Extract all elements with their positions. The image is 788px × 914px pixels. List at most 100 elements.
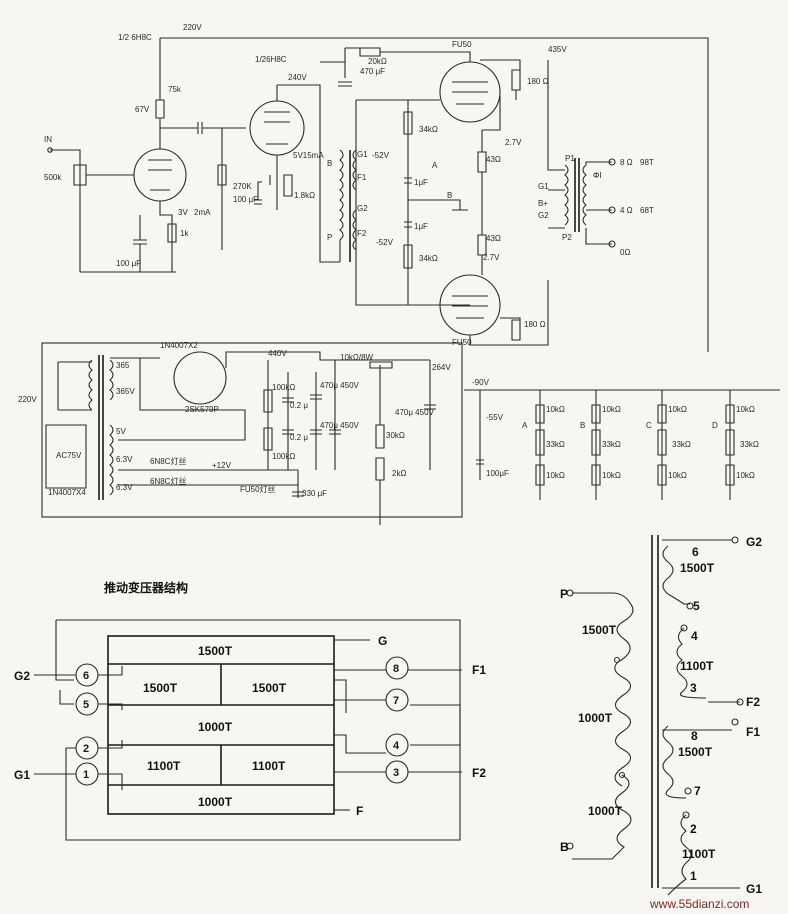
label-264v: 264V: [432, 363, 451, 372]
label-5v15ma: 5V15mA: [293, 151, 324, 160]
label-mosfet: 2SK579P: [185, 405, 219, 414]
transformer-structure: 推动变压器结构 1500T 1500T 1500T 1000T 1100T 11…: [14, 580, 486, 841]
label-67v: 67V: [135, 105, 150, 114]
label-43-a: 43Ω: [486, 155, 501, 164]
power-supply-labels: 1N4007X2 1N4007X4 2SK579P 440V 264V -90V…: [18, 341, 759, 498]
label-34k-a: 34kΩ: [419, 125, 438, 134]
struct-pin-7-label: 7: [393, 695, 399, 707]
label-2ma: 2mA: [194, 208, 211, 217]
mosfet-2sk579p: [173, 351, 227, 405]
label-02b: 0.2 μ: [290, 433, 308, 442]
label-tube-v1: 1/2 6H8C: [118, 33, 152, 42]
wd-g2: G2: [746, 535, 762, 549]
struct-g1: G1: [14, 768, 30, 782]
resistor-75k: [155, 92, 165, 119]
wd-l-1000b: 1000T: [588, 804, 623, 818]
label-100u-a: 100 μF: [116, 259, 141, 268]
label-g1r: G1: [538, 182, 549, 191]
label-bias-top-1: 10kΩ: [602, 405, 621, 414]
struct-g2: G2: [14, 669, 30, 683]
label-0ohm: 0Ω: [620, 248, 630, 257]
tube-v2: [249, 100, 305, 156]
wd-r-4: 4: [691, 629, 698, 643]
wd-g1: G1: [746, 882, 762, 896]
wd-l-1500: 1500T: [582, 623, 617, 637]
struct-pin-4: [385, 733, 409, 757]
label-365a: 365: [116, 361, 130, 370]
struct-pin-2-label: 2: [83, 743, 89, 755]
watermark: www.55dianzi.com: [649, 897, 749, 911]
label-fil-2: 6N8C灯丝: [150, 476, 186, 486]
wd-r-5: 5: [693, 599, 700, 613]
label-g1: G1: [357, 150, 368, 159]
struct-w1000-bot: 1000T: [198, 795, 233, 809]
label-330: 330 μF: [302, 489, 327, 498]
label-in: IN: [44, 135, 52, 144]
label-68t: 68T: [640, 206, 654, 215]
label-bias-bot-3: 10kΩ: [736, 471, 755, 480]
label-98t: 98T: [640, 158, 654, 167]
label-p1: P1: [565, 154, 575, 163]
struct-core: [107, 635, 335, 815]
struct-w1100-l: 1100T: [147, 759, 181, 773]
wd-p: P: [560, 587, 568, 601]
label-270k: 270K: [233, 182, 252, 191]
wd-r-3: 3: [690, 681, 697, 695]
label-bias-top-2: 10kΩ: [668, 405, 687, 414]
label-12v: +12V: [212, 461, 232, 470]
wd-f1: F1: [746, 725, 760, 739]
label-20k: 20kΩ: [368, 57, 387, 66]
wd-r-1: 1: [690, 869, 697, 883]
label-bias-mid-3: 33kΩ: [740, 440, 759, 449]
label-bplus: B+: [538, 199, 548, 208]
label-4ohm: 4 Ω: [620, 206, 633, 215]
struct-f2: F2: [472, 766, 486, 780]
label-470c: 470μ 450V: [395, 408, 435, 417]
struct-w1500-l: 1500T: [143, 681, 178, 695]
label-fil-1: 6N8C灯丝: [150, 456, 186, 466]
label-435v: 435V: [548, 45, 567, 54]
winding-diagram: P B G2 F2 F1 G1 1500T 1000T 1000T 6 1500…: [560, 535, 762, 896]
struct-w1000-mid: 1000T: [198, 720, 233, 734]
wd-l-1000a: 1000T: [578, 711, 613, 725]
label-g2r: G2: [538, 211, 549, 220]
struct-pin-5: [75, 692, 99, 716]
struct-pin-7: [385, 688, 409, 712]
label-220in: 220V: [18, 395, 37, 404]
label-tube-p1: FU50: [452, 40, 472, 49]
label-1u-a: 1μF: [414, 178, 428, 187]
label-bias-tag-3: D: [712, 421, 718, 430]
label-2k: 2kΩ: [392, 469, 406, 478]
label-02a: 0.2 μ: [290, 401, 308, 410]
label-3v: 3V: [178, 208, 188, 217]
label-220v: 220V: [183, 23, 202, 32]
wd-r-1500b: 1500T: [678, 745, 713, 759]
wd-r-6: 6: [692, 545, 699, 559]
label-2-7v-a: 2.7V: [505, 138, 522, 147]
wd-r-1500a: 1500T: [680, 561, 715, 575]
struct-pin-6: [75, 663, 99, 687]
label-1u-b: 1μF: [414, 222, 428, 231]
wd-r-1100b: 1100T: [682, 847, 716, 861]
struct-w1500-r: 1500T: [252, 681, 287, 695]
label-p2: P2: [562, 233, 572, 242]
wd-f2: F2: [746, 695, 760, 709]
struct-pin-6-label: 6: [83, 670, 89, 682]
struct-pin-1: [75, 762, 99, 786]
label-f1: F1: [357, 173, 367, 182]
label-1-8k: 1.8kΩ: [294, 191, 315, 200]
struct-pin-3-label: 3: [393, 767, 399, 779]
label-1k: 1k: [180, 229, 189, 238]
label-63b: 6.3V: [116, 483, 133, 492]
label-75k: 75k: [168, 85, 182, 94]
label-g2: G2: [357, 204, 368, 213]
label-bias-tag-2: C: [646, 421, 652, 430]
amplifier-labels: 1/2 6H8C 220V 1/26H8C 240V FU50 435V 67V…: [44, 23, 654, 347]
label-bias-tag-1: B: [580, 421, 585, 430]
label-440v: 440V: [268, 349, 287, 358]
label-180-b: 180 Ω: [524, 320, 546, 329]
struct-pin-2: [75, 736, 99, 760]
label-bias-mid-0: 33kΩ: [546, 440, 565, 449]
